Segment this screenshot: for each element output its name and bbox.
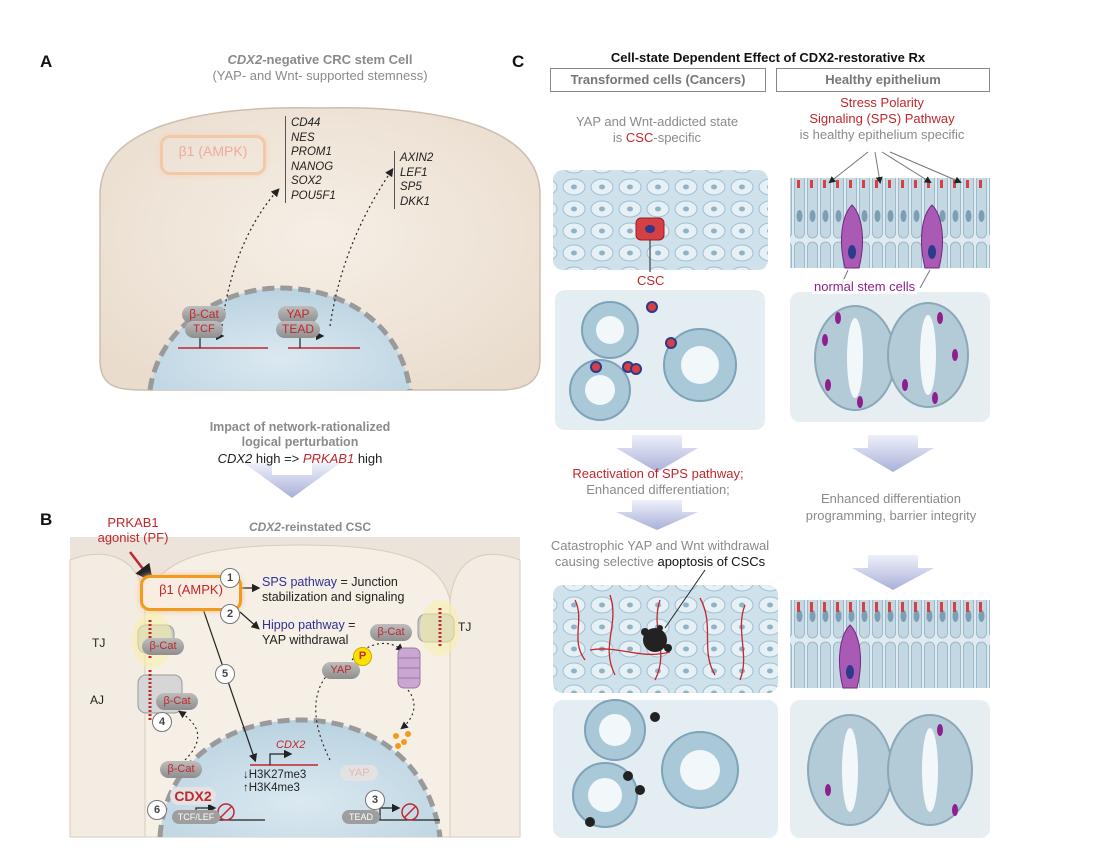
col2-result: Enhanced differentiation programming, ba… bbox=[776, 490, 1006, 524]
impact-text: Impact of network-rationalized logical p… bbox=[170, 420, 430, 450]
sps-pathway-label: SPS pathway bbox=[262, 575, 338, 589]
agonist-label: PRKAB1 agonist (PF) bbox=[78, 515, 188, 545]
gene-sp5: SP5 bbox=[400, 181, 422, 193]
col1-desc-line1: YAP and Wnt-addicted state bbox=[575, 114, 739, 129]
col1-result-line2: Enhanced differentiation; bbox=[586, 482, 730, 497]
col1-result-line1: Reactivation of SPS pathway; bbox=[572, 466, 744, 481]
step2-line2: YAP withdrawal bbox=[262, 633, 349, 647]
step2-text: Hippo pathway = YAP withdrawal bbox=[262, 618, 355, 648]
panel-b-title: CDX2-reinstated CSC bbox=[210, 520, 410, 534]
col2-desc-line3: is healthy epithelium specific bbox=[799, 127, 965, 142]
panel-c-letter: C bbox=[512, 52, 525, 71]
panel-a-yap: YAP bbox=[278, 306, 318, 323]
bcat-nucleus: β-Cat bbox=[160, 761, 202, 778]
cdx2-gene-label: CDX2 bbox=[276, 739, 306, 751]
panel-a-ampk-box bbox=[160, 135, 266, 175]
histone-marks: ↓H3K27me3 ↑H3K4me3 bbox=[243, 769, 306, 795]
impact-end: high bbox=[354, 451, 383, 466]
step1-rest: = Junction bbox=[337, 575, 398, 589]
cdx2-protein: CDX2 bbox=[170, 787, 216, 805]
gene-nanog: NANOG bbox=[291, 160, 334, 173]
col2-desc-line1: Stress Polarity bbox=[840, 95, 924, 110]
step-number-3: 3 bbox=[365, 790, 385, 810]
panel-a-bcat: β-Cat bbox=[182, 306, 226, 323]
yap-cytoplasm: YAP bbox=[322, 662, 360, 679]
panel-a-genes-left: CD44 NES PROM1 NANOG SOX2 POU5F1 bbox=[285, 116, 336, 203]
panel-b-title-gene: CDX2 bbox=[248, 520, 281, 534]
col1-header: Transformed cells (Cancers) bbox=[550, 68, 766, 92]
panel-a-ampk-label: β1 (AMPK) bbox=[178, 143, 248, 159]
step-number-4: 4 bbox=[152, 712, 172, 732]
panel-a-genes-right: AXIN2 LEF1 SP5 DKK1 bbox=[394, 151, 433, 209]
tead-label: TEAD bbox=[342, 810, 380, 824]
col1-final: Catastrophic YAP and Wnt withdrawal caus… bbox=[530, 538, 790, 570]
step1-text: SPS pathway = Junction stabilization and… bbox=[262, 575, 404, 605]
col1-desc-is: is bbox=[612, 130, 626, 145]
col1-result: Reactivation of SPS pathway; Enhanced di… bbox=[540, 466, 776, 498]
h3k4-label: ↑H3K4me3 bbox=[243, 782, 300, 794]
step-number-6: 6 bbox=[147, 800, 167, 820]
tcf-lef-label: TCF/LEF bbox=[172, 810, 220, 824]
col1-final-line2b: apoptosis of CSCs bbox=[657, 554, 766, 569]
normal-stem-cells-label: normal stem cells bbox=[812, 279, 918, 294]
panel-a-letter: A bbox=[40, 52, 53, 71]
impact-line2: logical perturbation bbox=[241, 435, 359, 449]
gene-sox2: SOX2 bbox=[291, 175, 322, 187]
bcat-tj-right: β-Cat bbox=[370, 624, 412, 641]
yap-nucleus-faded: YAP bbox=[340, 765, 378, 781]
panel-a-title-rest: -negative CRC stem Cell bbox=[262, 52, 413, 67]
hippo-pathway-label: Hippo pathway bbox=[262, 618, 345, 632]
bcat-tj-left: β-Cat bbox=[142, 638, 184, 655]
aj-label: AJ bbox=[90, 693, 105, 707]
panel-a-tead: TEAD bbox=[276, 321, 320, 338]
gene-prom1: PROM1 bbox=[291, 146, 332, 158]
panel-a-tcf: TCF bbox=[185, 321, 223, 338]
col1-desc: YAP and Wnt-addicted state is CSC-specif… bbox=[550, 114, 764, 146]
impact-logic: CDX2 high => PRKAB1 high bbox=[170, 451, 430, 466]
col2-desc-line2: Signaling (SPS) Pathway bbox=[809, 111, 955, 126]
step-number-5: 5 bbox=[215, 664, 235, 684]
agonist-line1: PRKAB1 bbox=[107, 515, 159, 530]
gene-axin2: AXIN2 bbox=[400, 152, 434, 164]
impact-gene2: PRKAB1 bbox=[302, 451, 355, 466]
gene-cd44: CD44 bbox=[291, 117, 321, 129]
panel-a-subtitle: (YAP- and Wnt- supported stemness) bbox=[212, 68, 428, 83]
gene-dkk1: DKK1 bbox=[400, 195, 431, 208]
col2-header: Healthy epithelium bbox=[776, 68, 990, 92]
csc-label: CSC bbox=[635, 273, 667, 288]
col2-result-line1: Enhanced differentiation bbox=[821, 491, 961, 506]
panel-a-title-gene: CDX2 bbox=[227, 52, 263, 67]
panel-a-title: CDX2-negative CRC stem Cell bbox=[160, 52, 480, 67]
gene-pou5f1: POU5F1 bbox=[291, 189, 336, 202]
panel-b-letter: B bbox=[40, 510, 53, 529]
tj-right-label: TJ bbox=[458, 620, 472, 634]
h3k27-label: ↓H3K27me3 bbox=[243, 769, 307, 781]
impact-gene1: CDX2 bbox=[217, 451, 253, 466]
step2-rest: = bbox=[344, 618, 356, 632]
col2-desc: Stress Polarity Signaling (SPS) Pathway … bbox=[776, 95, 988, 143]
impact-mid: high => bbox=[252, 451, 303, 466]
panel-c-title: Cell-state Dependent Effect of CDX2-rest… bbox=[610, 50, 926, 65]
step1-line2: stabilization and signaling bbox=[262, 590, 405, 604]
col1-final-line1: Catastrophic YAP and Wnt withdrawal bbox=[550, 538, 770, 553]
col2-result-line2: programming, barrier integrity bbox=[805, 508, 977, 523]
col1-desc-end: -specific bbox=[653, 130, 702, 145]
panel-b-ampk-label: β1 (AMPK) bbox=[159, 582, 223, 597]
gene-lef1: LEF1 bbox=[400, 166, 428, 179]
col1-desc-csc: CSC bbox=[625, 130, 654, 145]
col1-final-line2a: causing selective bbox=[554, 554, 658, 569]
step-number-2: 2 bbox=[220, 604, 240, 624]
tj-left-label: TJ bbox=[92, 636, 106, 650]
phospho-badge: P bbox=[353, 647, 372, 666]
panel-b-title-rest: -reinstated CSC bbox=[280, 520, 372, 534]
bcat-aj: β-Cat bbox=[156, 693, 198, 710]
gene-nes: NES bbox=[291, 131, 315, 144]
step-number-1: 1 bbox=[220, 568, 240, 588]
agonist-line2: agonist (PF) bbox=[97, 530, 169, 545]
impact-line1: Impact of network-rationalized bbox=[209, 420, 391, 434]
